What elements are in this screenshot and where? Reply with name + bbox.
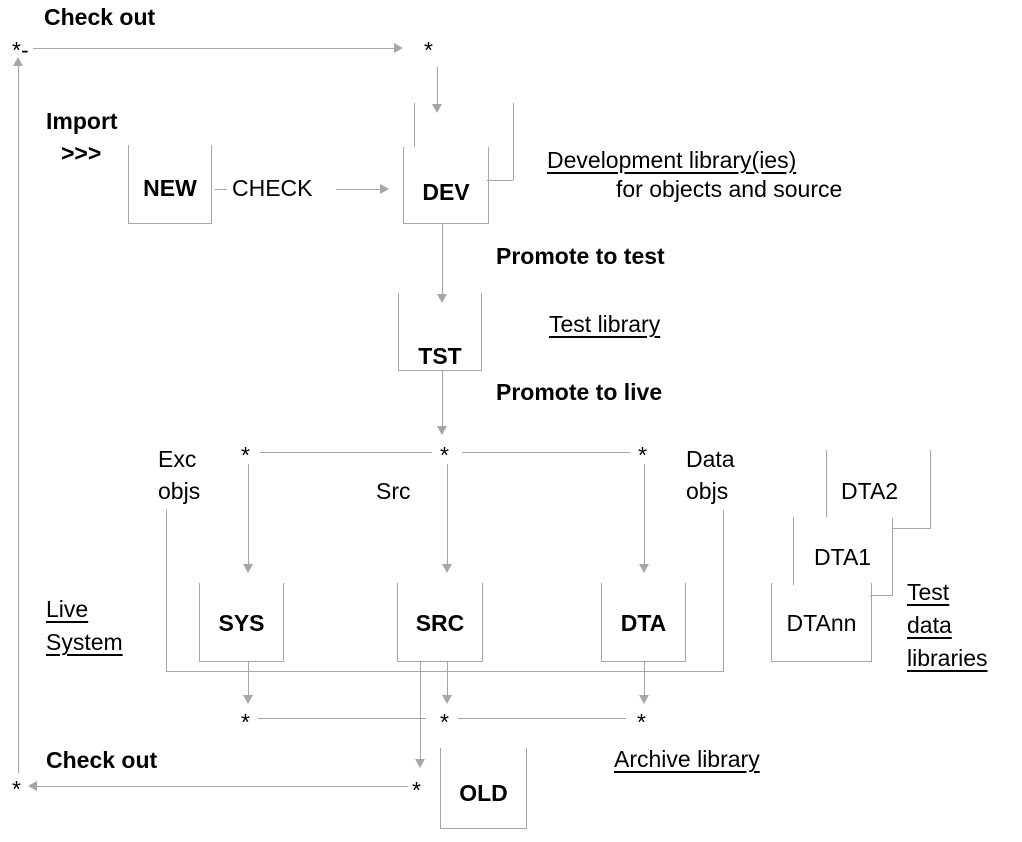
branch-src-arrowhead-icon [442, 564, 452, 573]
archive-rail-right-line [458, 718, 626, 719]
dta1-node-label: DTA1 [814, 544, 872, 570]
dta-archive-arrowhead-icon [639, 695, 649, 704]
sys-archive-arrowhead-icon [243, 695, 253, 704]
exc-objs-label-line2: objs [158, 478, 201, 504]
src-branch-label: Src [376, 478, 411, 504]
exc-objs-bypass-line [166, 510, 167, 671]
branch-star-exc: * [241, 442, 250, 468]
new-library-bucket: NEW [128, 145, 212, 224]
new-check-connector [215, 189, 227, 190]
dta-archive-line [644, 661, 645, 695]
tst-branch-arrowhead-icon [437, 426, 447, 435]
check-dev-arrowhead-icon [380, 184, 389, 194]
archive-star-src: * [440, 709, 449, 735]
checkout-bottom-line [36, 786, 408, 787]
dev-back-bucket-right-line [513, 103, 514, 180]
dta2-bucket-left-line [826, 450, 827, 517]
live-system-rail-line [166, 671, 724, 672]
checkout-top-arrowhead-icon [394, 43, 403, 53]
dev-tst-arrowhead-icon [437, 294, 447, 303]
dev-back-bucket-left-line [414, 103, 415, 147]
new-node-label: NEW [143, 175, 197, 201]
branch-src-line [447, 464, 448, 564]
dev-back-bucket-bottom-line [487, 180, 513, 181]
live-system-caption-line1: Live [46, 596, 89, 622]
old-library-bucket: OLD [440, 748, 527, 829]
dta-library-bucket: DTA [601, 583, 686, 662]
dta1-bucket-right-line [892, 518, 893, 595]
star-dev-line [437, 67, 438, 104]
branch-line-left [260, 452, 432, 453]
development-library-caption: Development library(ies) [547, 147, 797, 173]
checkout-bottom-arrowhead-icon [28, 781, 37, 791]
dta2-bucket-right-line [930, 450, 931, 528]
sys-library-bucket: SYS [199, 583, 284, 662]
dev-node-label: DEV [422, 179, 470, 205]
promote-to-test-label: Promote to test [496, 243, 665, 269]
exc-objs-label-line1: Exc [158, 446, 197, 472]
branch-star-src: * [440, 442, 449, 468]
tst-branch-line [442, 370, 443, 426]
sys-archive-line [248, 661, 249, 695]
checkout-bottom-label: Check out [46, 747, 158, 773]
branch-star-data: * [638, 442, 647, 468]
data-objs-bypass-line [723, 510, 724, 671]
live-system-caption-line2: System [46, 629, 123, 655]
dta-node-label: DTA [620, 610, 667, 636]
dta2-node-label: DTA2 [841, 478, 899, 504]
branch-sys-arrowhead-icon [243, 564, 253, 573]
left-loop-line [18, 66, 19, 773]
test-data-caption-line3: libraries [907, 645, 988, 671]
archive-star-dta: * [637, 709, 646, 735]
checkout-top-line [33, 48, 394, 49]
archive-star-sys: * [241, 709, 250, 735]
checkout-bottom-star: * [12, 776, 21, 802]
dtann-library-bucket: DTAnn [771, 583, 872, 662]
old-entry-star: * [412, 777, 421, 803]
dta2-bucket-bottom-line [892, 528, 931, 529]
src-library-bucket: SRC [397, 583, 483, 662]
check-dev-line [336, 189, 380, 190]
src-old-arrowhead-icon [415, 759, 425, 768]
promote-to-live-label: Promote to live [496, 379, 663, 405]
data-objs-label-line2: objs [686, 478, 729, 504]
import-chevrons: >>> [61, 140, 102, 166]
check-label: CHECK [232, 175, 313, 201]
dta1-bucket-left-line [793, 517, 794, 585]
test-data-caption-line1: Test [907, 579, 950, 605]
src-archive-line [447, 661, 448, 695]
test-library-caption: Test library [549, 311, 661, 337]
tst-library-bucket: TST [398, 293, 482, 371]
dev-entry-star: * [424, 37, 433, 63]
sys-node-label: SYS [218, 610, 265, 636]
branch-sys-line [248, 464, 249, 564]
checkout-top-label: Check out [44, 4, 156, 30]
development-library-caption-2: for objects and source [616, 176, 843, 202]
data-objs-label-line1: Data [686, 446, 735, 472]
src-archive-arrowhead-icon [442, 695, 452, 704]
src-node-label: SRC [415, 610, 465, 636]
test-data-caption-line2: data [907, 612, 952, 638]
branch-line-right [462, 452, 630, 453]
tst-node-label: TST [418, 343, 462, 369]
dta1-bucket-bottom-line [870, 595, 893, 596]
dtann-node-label: DTAnn [786, 610, 857, 636]
archive-library-caption: Archive library [614, 746, 760, 772]
left-loop-arrowhead-icon [13, 57, 23, 66]
dev-library-bucket: DEV [403, 147, 489, 224]
dev-tst-line [442, 223, 443, 294]
archive-rail-left-line [258, 718, 426, 719]
checkout-return-star: *- [12, 37, 29, 63]
branch-dta-line [644, 464, 645, 564]
old-node-label: OLD [459, 780, 508, 806]
src-old-line [420, 661, 421, 759]
branch-dta-arrowhead-icon [639, 564, 649, 573]
star-dev-arrowhead-icon [432, 104, 442, 113]
import-label: Import [46, 108, 118, 134]
